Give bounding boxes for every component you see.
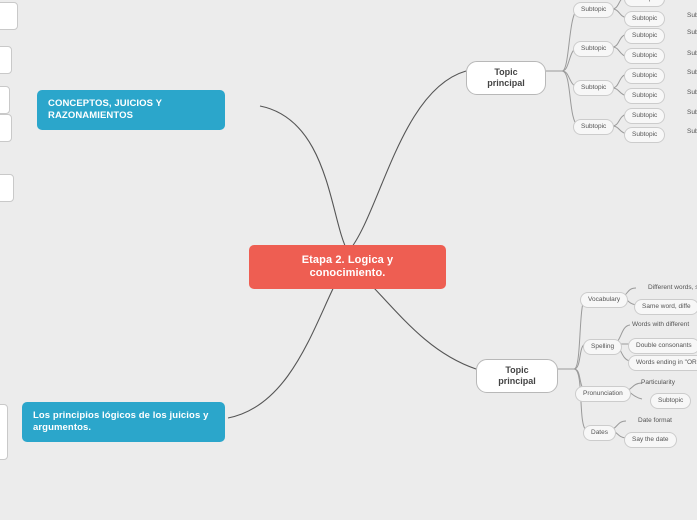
clipped-card-4[interactable] (0, 114, 12, 142)
spelling-leaf-1: Words with different (632, 321, 690, 328)
vocabulary-leaf-2[interactable]: Same word, diffe (634, 299, 697, 315)
pronunciation-leaf-1: Particularity (641, 379, 675, 386)
subtopic-leaf-2-3: Subtopic (687, 29, 697, 36)
clipped-card-6[interactable] (0, 404, 8, 460)
subtopic-leaf-4-2[interactable]: Subtopic (624, 127, 666, 143)
vocabulary-leaf-1: Different words, s (648, 284, 697, 291)
subtopic-leaf-3-1[interactable]: Subtopic (624, 68, 666, 84)
subtopic-leaf-2-4: Subtopic (687, 50, 697, 57)
subtopic-leaf-3-2[interactable]: Subtopic (624, 88, 666, 104)
dates-group[interactable]: Dates (583, 425, 616, 441)
main-branch-conceptos[interactable]: CONCEPTOS, JUICIOS Y RAZONAMIENTOS (37, 90, 225, 130)
spelling-group[interactable]: Spelling (583, 339, 623, 355)
subtopic-group-2[interactable]: Subtopic (573, 41, 615, 57)
subtopic-leaf-4-3: Subtopic (687, 109, 697, 116)
subtopic-leaf-4-1[interactable]: Subtopic (624, 108, 666, 124)
pronunciation-group[interactable]: Pronunciation (575, 386, 631, 402)
subtopic-leaf-1-2[interactable]: Subtopic (624, 11, 666, 27)
spelling-leaf-2[interactable]: Double consonants (628, 338, 697, 354)
subtopic-group-3[interactable]: Subtopic (573, 80, 615, 96)
clipped-card-1[interactable] (0, 2, 18, 30)
subtopic-leaf-1-3: Subtopic (687, 12, 697, 19)
clipped-card-2[interactable] (0, 46, 12, 74)
root-node[interactable]: Etapa 2. Logica y conocimiento. (249, 245, 446, 289)
subtopic-group-4[interactable]: Subtopic (573, 119, 615, 135)
dates-leaf-2[interactable]: Say the date (624, 432, 677, 448)
subtopic-leaf-2-2[interactable]: Subtopic (624, 48, 666, 64)
topic-principal-top[interactable]: Topic principal (466, 61, 546, 95)
subtopic-leaf-3-4: Subtopic (687, 89, 697, 96)
subtopic-leaf-2-1[interactable]: Subtopic (624, 28, 666, 44)
topic-principal-bottom[interactable]: Topic principal (476, 359, 558, 393)
clipped-card-5[interactable] (0, 174, 14, 202)
subtopic-group-1[interactable]: Subtopic (573, 2, 615, 18)
subtopic-leaf-4-4: Subtopic (687, 128, 697, 135)
vocabulary-group[interactable]: Vocabulary (580, 292, 629, 308)
clipped-card-3[interactable] (0, 86, 10, 114)
main-branch-principios[interactable]: Los principios lógicos de los juicios y … (22, 402, 225, 442)
dates-leaf-1: Date format (638, 417, 672, 424)
subtopic-leaf-3-3: Subtopic (687, 69, 697, 76)
subtopic-leaf-1-1[interactable]: Subtopic (624, 0, 666, 7)
pronunciation-leaf-2[interactable]: Subtopic (650, 393, 692, 409)
spelling-leaf-3[interactable]: Words ending in "OR (628, 355, 697, 371)
